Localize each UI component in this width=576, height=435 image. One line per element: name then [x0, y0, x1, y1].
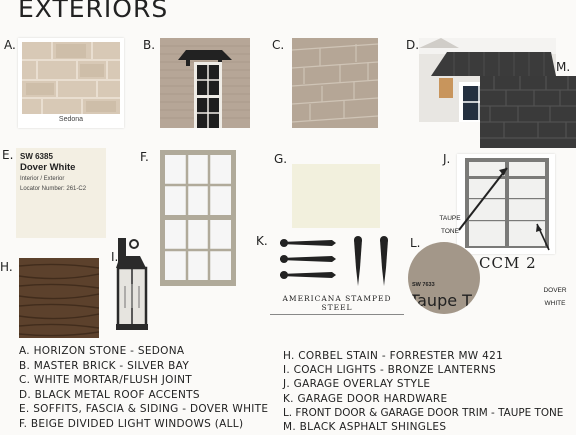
legend-item: L. FRONT DOOR & GARAGE DOOR TRIM - TAUPE…: [283, 406, 564, 419]
label-b: B.: [143, 38, 156, 52]
hardware-brand: AMERICANA STAMPED STEEL: [270, 294, 404, 315]
garage-hardware-image: AMERICANA STAMPED STEEL: [270, 234, 404, 315]
label-e: E.: [2, 148, 14, 162]
legend-item: C. WHITE MORTAR/FLUSH JOINT: [19, 374, 193, 386]
divided-light-window-image: [160, 150, 236, 286]
legend-item: B. MASTER BRICK - SILVER BAY: [19, 359, 190, 372]
coach-lantern-image: [110, 238, 150, 334]
brick-sample-image: [160, 38, 250, 128]
legend-item: H. CORBEL STAIN - FORRESTER MW 421: [283, 350, 504, 362]
shingle-sample-image: [480, 76, 576, 148]
legend-left: A. HORIZON STONE - SEDONA B. MASTER BRIC…: [19, 345, 268, 432]
label-g: G.: [274, 152, 288, 166]
label-m: M.: [556, 60, 571, 74]
stone-caption: Sedona: [58, 116, 84, 123]
garage-brand: CCM 2: [479, 254, 537, 272]
dover-white-swatch: SW 6385 Dover White Interior / Exterior …: [16, 148, 106, 238]
legend-item: M. BLACK ASPHALT SHINGLES: [283, 420, 447, 433]
label-f: F.: [140, 150, 149, 164]
label-h: H.: [0, 260, 13, 274]
taupe-name: Taupe T: [410, 291, 472, 310]
label-i: I.: [111, 250, 119, 264]
swatch-use: Interior / Exterior: [20, 176, 65, 182]
legend-item: J. GARAGE OVERLAY STYLE: [283, 378, 431, 391]
legend-item: D. BLACK METAL ROOF ACCENTS: [19, 388, 200, 401]
page-title: EXTERIORS: [18, 0, 169, 23]
legend-item: K. GARAGE DOOR HARDWARE: [283, 392, 448, 405]
label-d: D.: [406, 38, 420, 52]
stone-texture-image: [22, 42, 120, 114]
cream-color-swatch: [292, 164, 380, 228]
stone-sample-card: Sedona: [18, 38, 124, 128]
label-k: K.: [256, 234, 268, 248]
legend-item: F. BEIGE DIVIDED LIGHT WINDOWS (ALL): [19, 417, 244, 430]
legend-right: H. CORBEL STAIN - FORRESTER MW 421 I. CO…: [283, 350, 563, 435]
label-a: A.: [4, 38, 16, 52]
dover-white-callout: DOVER WHITE: [543, 287, 567, 307]
label-j: J.: [443, 152, 451, 166]
garage-door-image: CCM 2: [457, 154, 555, 272]
taupe-tone-callout: TAUPE TONE: [439, 215, 461, 235]
legend-item: E. SOFFITS, FASCIA & SIDING - DOVER WHIT…: [19, 403, 269, 415]
swatch-locator: Locator Number: 261-C2: [20, 186, 87, 192]
swatch-name: Dover White: [20, 162, 76, 173]
taupe-code: SW 7633: [412, 282, 435, 288]
taupe-color-swatch: SW 7633 Taupe T: [408, 242, 480, 314]
swatch-code: SW 6385: [20, 152, 53, 161]
label-l: L.: [410, 236, 421, 250]
mortar-sample-image: [291, 38, 379, 128]
label-c: C.: [272, 38, 285, 52]
legend-item: A. HORIZON STONE - SEDONA: [19, 345, 185, 357]
corbel-stain-sample: [18, 258, 100, 338]
legend-item: I. COACH LIGHTS - BRONZE LANTERNS: [283, 364, 496, 377]
